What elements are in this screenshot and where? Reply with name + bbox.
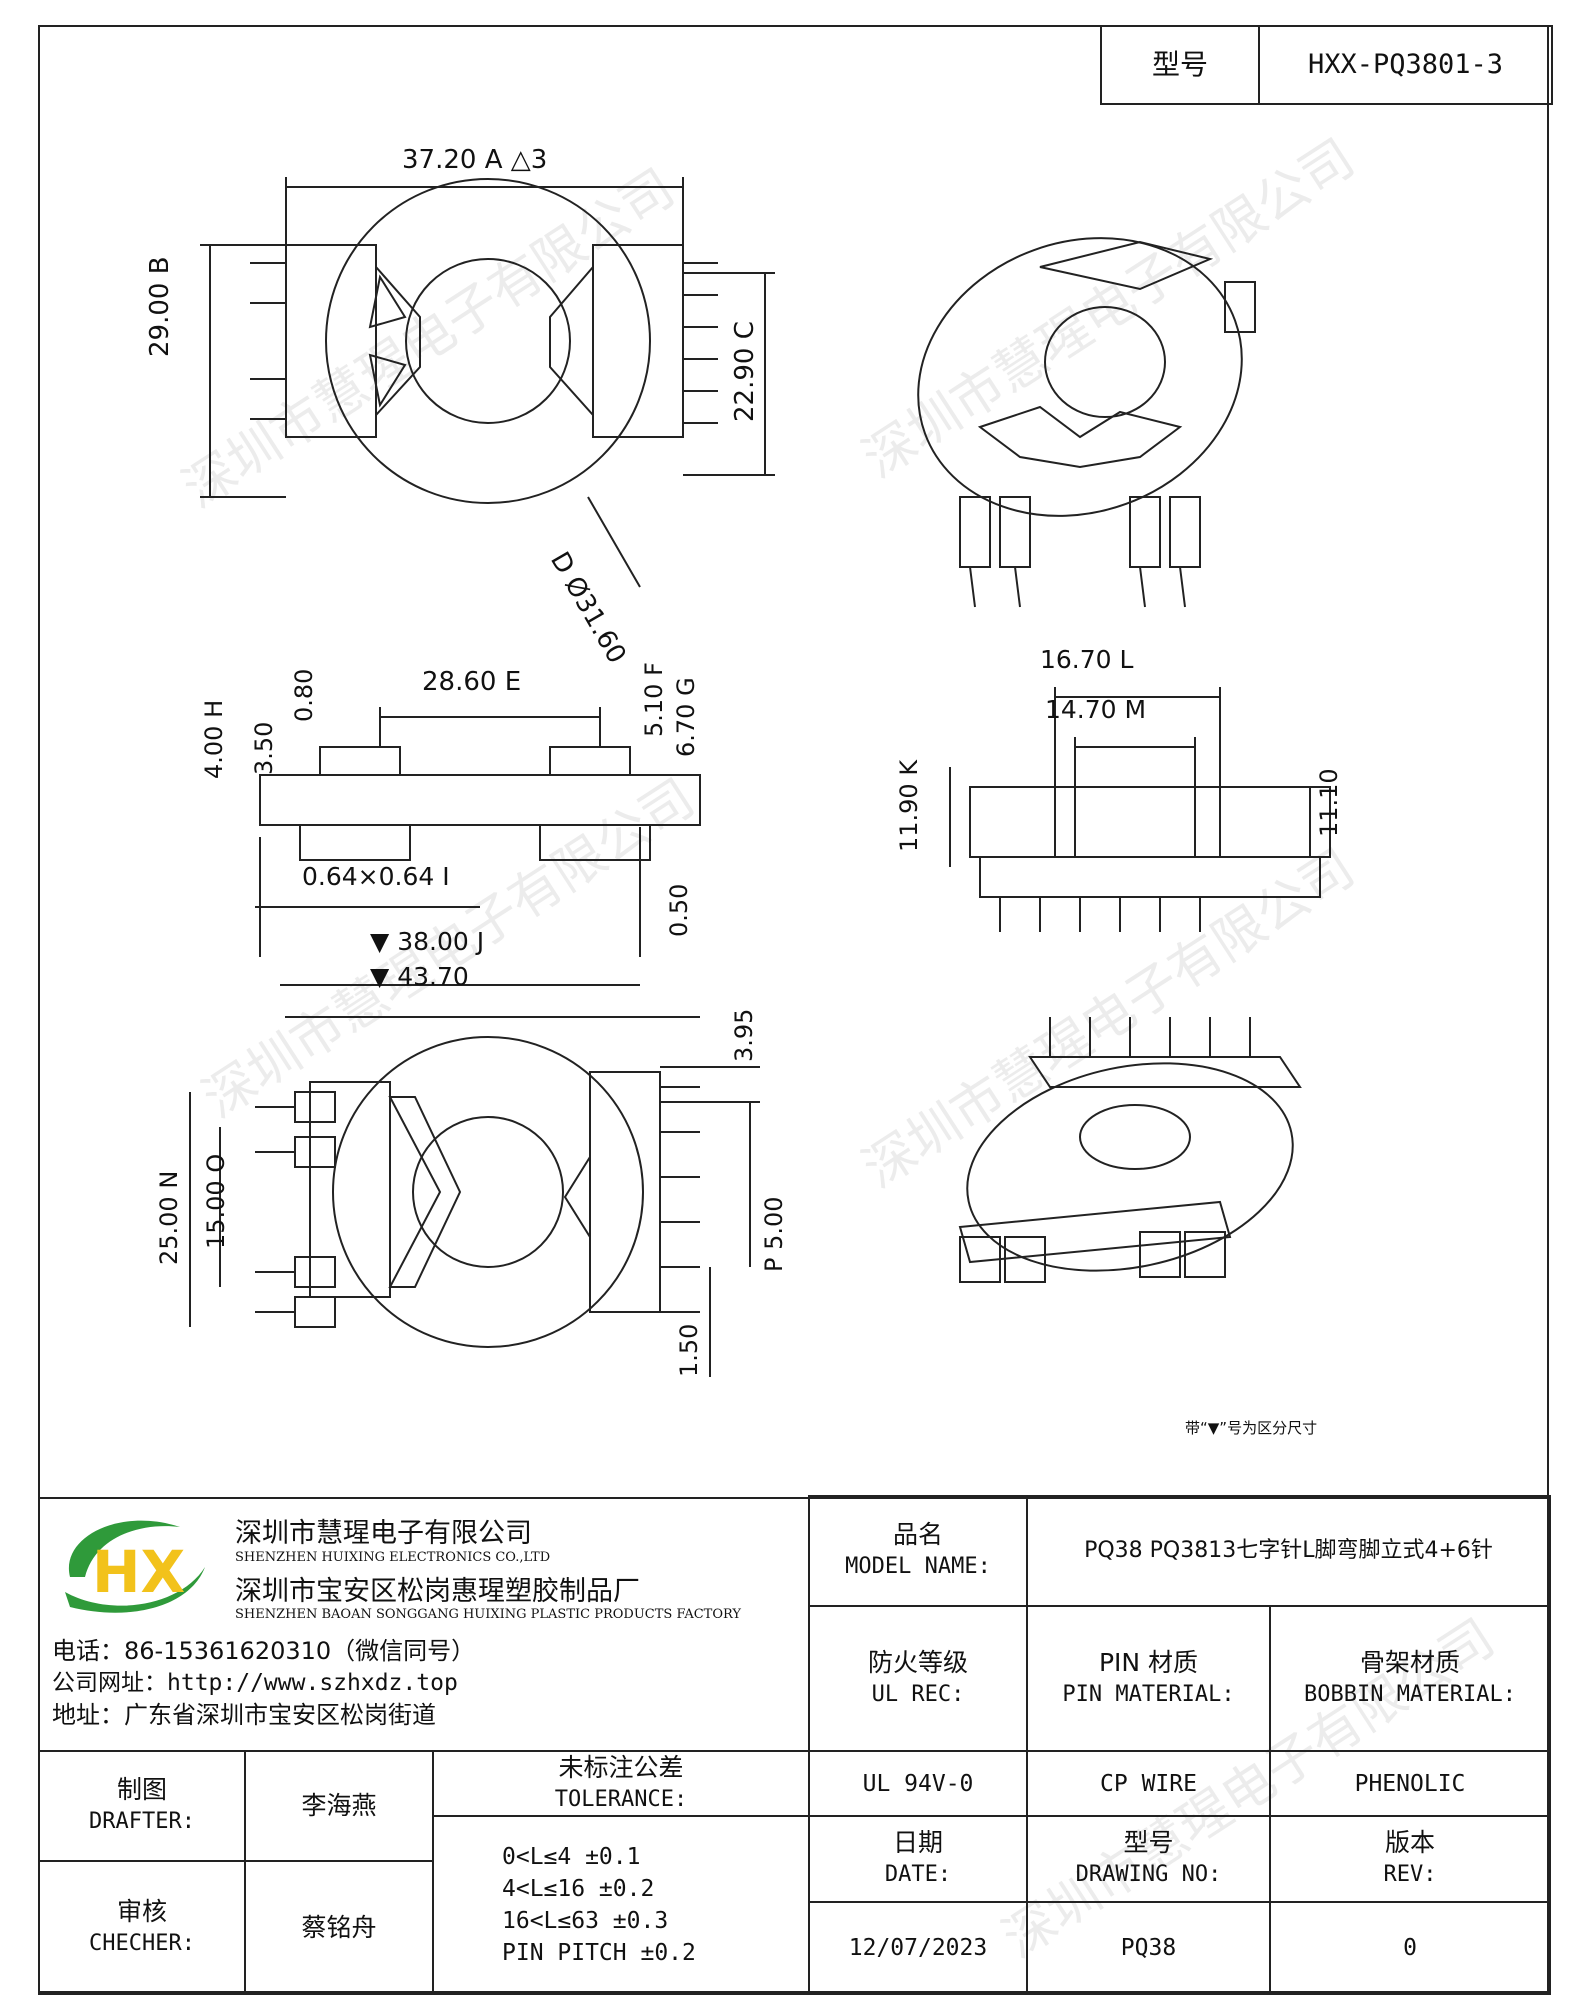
dim-bottom-n: 25.00 N [155, 1170, 183, 1265]
dim-side-g: 6.70 G [672, 677, 700, 757]
dimension-note: 带“▼”号为区分尺寸 [1185, 1419, 1318, 1437]
side-view [255, 707, 701, 1018]
rev-value: 0 [1269, 1901, 1551, 1995]
dim-front-m: 14.70 M [1045, 695, 1147, 724]
company-info: HX 深圳市慧瑆电子有限公司 SHENZHEN HUIXING ELECTRON… [40, 1497, 810, 1752]
drawing-no-value: PQ38 [1026, 1901, 1271, 1995]
tolerance-row: PIN PITCH ±0.2 [502, 1940, 696, 1966]
tolerance-row: 0<L≤4 ±0.1 [502, 1844, 641, 1870]
model-name-value: PQ38 PQ3813七字针L脚弯脚立式4+6针 [1026, 1495, 1551, 1607]
logo-text: HX [92, 1538, 185, 1606]
checker-value: 蔡铭舟 [244, 1860, 434, 1995]
dim-bottom-top-gap: 3.95 [730, 1008, 758, 1062]
front-view [949, 687, 1331, 932]
company-phone: 电话：86-15361620310（微信同号） [52, 1637, 476, 1665]
isometric-view-top [917, 237, 1256, 608]
pin-material-value: CP WIRE [1026, 1750, 1271, 1817]
drafter-value: 李海燕 [244, 1750, 434, 1862]
dim-side-h2: 3.50 [250, 721, 278, 775]
bobbin-material-value: PHENOLIC [1269, 1750, 1551, 1817]
dim-bottom-p: P 5.00 [760, 1196, 788, 1272]
dim-front-l: 16.70 L [1040, 645, 1134, 674]
title-block-top-line [40, 1497, 1551, 1499]
dim-bottom-bot-gap: 1.50 [675, 1323, 703, 1377]
drawing-sheet: 型号 HXX-PQ3801-3 深圳市慧瑆电子有限公司 深圳市慧瑆电子有限公司 … [38, 25, 1553, 1995]
company-name: 深圳市慧瑆电子有限公司 [235, 1518, 532, 1549]
isometric-view-bottom [958, 1017, 1302, 1283]
company-website: 公司网址：http://www.szhxdz.top [52, 1670, 458, 1696]
dim-top-inner: 22.90 C [730, 321, 760, 422]
tolerance-row: 16<L≤63 ±0.3 [502, 1908, 669, 1934]
dim-side-h1: 4.00 H [200, 699, 228, 779]
dim-front-k: 11.90 K [895, 759, 923, 852]
dim-top-width: 37.20 A △3 [402, 145, 548, 175]
dim-side-f: 5.10 F [640, 662, 668, 737]
dim-bottom-o: 15.00 O [202, 1153, 230, 1249]
header-model-label: 型号 [1100, 25, 1260, 105]
dim-side-pin-gap: 0.50 [665, 883, 693, 937]
dim-side-length: 28.60 E [422, 667, 522, 697]
bottom-view [189, 1036, 760, 1377]
company-address: 地址：广东省深圳市宝安区松岗街道 [52, 1701, 436, 1729]
dim-top-height: 29.00 B [145, 256, 175, 357]
factory-name-en: SHENZHEN BAOAN SONGGANG HUIXING PLASTIC … [235, 1607, 741, 1622]
date-value: 12/07/2023 [808, 1901, 1028, 1995]
dim-side-span1: ▼ 38.00 J [370, 927, 485, 956]
dim-side-span2: ▼ 43.70 [370, 962, 469, 991]
top-view [200, 177, 775, 588]
tolerance-values: 0<L≤4 ±0.1 4<L≤16 ±0.2 16<L≤63 ±0.3 PIN … [432, 1815, 810, 1995]
tolerance-row: 4<L≤16 ±0.2 [502, 1876, 655, 1902]
dim-side-h3: 0.80 [290, 668, 318, 722]
ul-rec-value: UL 94V-0 [808, 1750, 1028, 1817]
company-name-en: SHENZHEN HUIXING ELECTRONICS CO.,LTD [235, 1550, 551, 1565]
dim-side-pin: 0.64×0.64 I [302, 862, 450, 891]
technical-drawing [189, 177, 1331, 1377]
header-model-value: HXX-PQ3801-3 [1258, 25, 1553, 105]
company-logo: HX [65, 1520, 205, 1613]
dim-front-r: 11.10 [1315, 768, 1343, 837]
factory-name: 深圳市宝安区松岗惠瑆塑胶制品厂 [235, 1576, 640, 1607]
